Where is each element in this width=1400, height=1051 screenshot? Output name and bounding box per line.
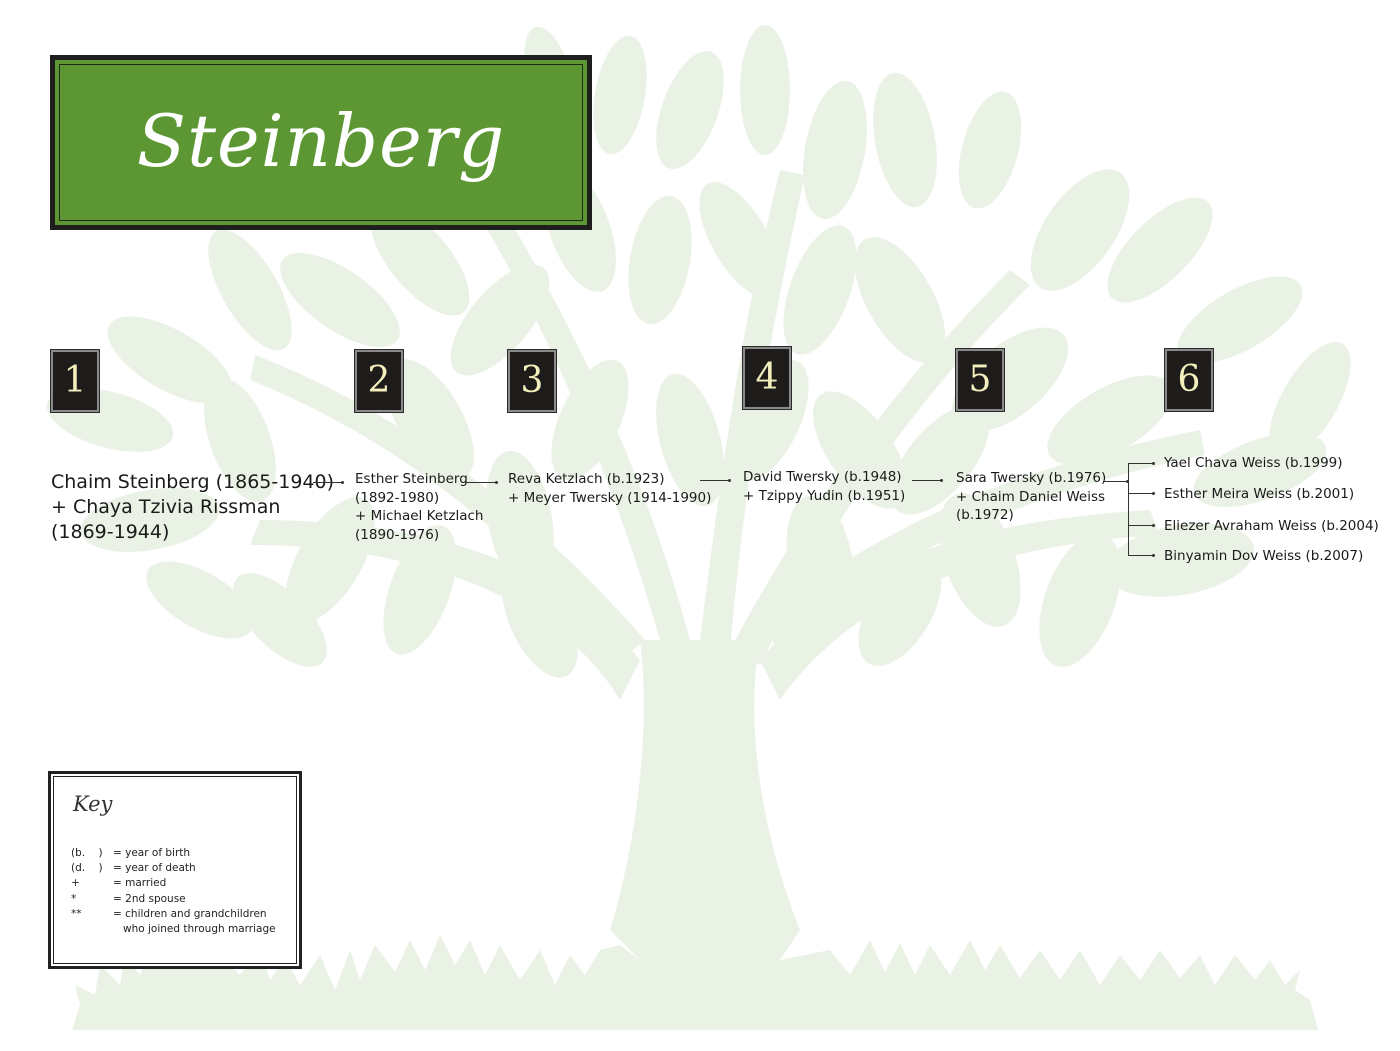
spouse-name-line: + Chaya Tzivia Rissman bbox=[51, 496, 281, 518]
generation-badge-5: 5 bbox=[956, 349, 1004, 411]
connector-arrow-4-5 bbox=[912, 479, 943, 482]
family-name-banner: Steinberg bbox=[50, 55, 592, 230]
legend-row: who joined through marriage bbox=[71, 922, 276, 937]
legend-title: Key bbox=[73, 792, 113, 816]
person-name-line: Sara Twersky (b.1976) bbox=[956, 470, 1107, 486]
child-name: Eliezer Avraham Weiss (b.2004) bbox=[1164, 518, 1379, 534]
generation-badge-4: 4 bbox=[743, 347, 791, 409]
generation-badge-2: 2 bbox=[355, 350, 403, 412]
generation-badge-3: 3 bbox=[508, 350, 556, 412]
generation-number: 2 bbox=[367, 360, 391, 401]
legend-rows: (b. ) = year of birth (d. ) = year of deat… bbox=[71, 846, 276, 937]
spouse-dates-line: (b.1972) bbox=[956, 507, 1014, 523]
child-generation-6-2: Esther Meira Weiss (b.2001) bbox=[1164, 485, 1354, 504]
legend-row: + = married bbox=[71, 876, 276, 891]
legend-symbol: ** bbox=[71, 907, 82, 920]
legend-symbol bbox=[71, 922, 113, 937]
person-dates-line: (1892-1980) bbox=[355, 489, 440, 506]
spouse-name-line: + Michael Ketzlach bbox=[355, 508, 484, 524]
banner-panel: Steinberg bbox=[55, 60, 587, 225]
generation-number: 5 bbox=[968, 359, 992, 400]
child-name: Binyamin Dov Weiss (b.2007) bbox=[1164, 548, 1364, 564]
children-bracket-line bbox=[1128, 463, 1129, 556]
generation-badge-6: 6 bbox=[1165, 349, 1213, 411]
generation-number: 4 bbox=[755, 357, 779, 398]
legend-symbol: (b. ) bbox=[71, 847, 103, 859]
person-name-line: Reva Ketzlach (b.1923) bbox=[508, 471, 665, 487]
legend-meaning: = children and grandchildren bbox=[113, 907, 267, 920]
generation-number: 6 bbox=[1177, 359, 1201, 400]
generation-number: 3 bbox=[520, 360, 544, 401]
connector-arrow-child-1 bbox=[1128, 462, 1155, 465]
connector-arrow-child-3 bbox=[1128, 524, 1155, 527]
legend-key-box: Key (b. ) = year of birth (d. ) = year of … bbox=[48, 771, 302, 969]
child-generation-6-3: Eliezer Avraham Weiss (b.2004) bbox=[1164, 517, 1379, 536]
person-generation-1: Chaim Steinberg (1865-1940) + Chaya Tziv… bbox=[51, 470, 334, 545]
generation-number: 1 bbox=[63, 360, 87, 401]
legend-symbol: + bbox=[71, 877, 80, 890]
person-name-line: Chaim Steinberg (1865-1940) bbox=[51, 471, 335, 493]
legend-meaning: = 2nd spouse bbox=[113, 892, 186, 905]
legend-meaning: = year of birth bbox=[113, 847, 191, 859]
legend-row: (d. ) = year of death bbox=[71, 861, 276, 876]
spouse-name-line: + Chaim Daniel Weiss bbox=[956, 488, 1106, 505]
legend-meaning: = year of death bbox=[113, 862, 196, 875]
family-name-title: Steinberg bbox=[136, 99, 506, 183]
legend-row: ** = children and grandchildren bbox=[71, 907, 276, 922]
connector-arrow-child-2 bbox=[1128, 492, 1155, 495]
legend-meaning: = married bbox=[113, 877, 167, 890]
spouse-name-line: + Tzippy Yudin (b.1951) bbox=[743, 487, 906, 504]
connector-arrow-2-3 bbox=[465, 481, 498, 484]
spouse-dates-line: (1869-1944) bbox=[51, 521, 170, 543]
person-name-line: David Twersky (b.1948) bbox=[743, 469, 902, 485]
person-generation-3: Reva Ketzlach (b.1923) + Meyer Twersky (… bbox=[508, 470, 711, 507]
legend-symbol: * bbox=[71, 892, 77, 905]
connector-line-5-6 bbox=[1103, 480, 1129, 483]
child-name: Yael Chava Weiss (b.1999) bbox=[1164, 455, 1343, 471]
person-name-line: Esther Steinberg bbox=[355, 471, 468, 487]
legend-meaning: who joined through marriage bbox=[113, 923, 276, 936]
person-generation-5: Sara Twersky (b.1976) + Chaim Daniel Wei… bbox=[956, 469, 1106, 525]
child-generation-6-4: Binyamin Dov Weiss (b.2007) bbox=[1164, 547, 1363, 566]
legend-symbol: (d. ) bbox=[71, 862, 103, 875]
person-generation-4: David Twersky (b.1948) + Tzippy Yudin (b… bbox=[743, 468, 905, 505]
connector-arrow-3-4 bbox=[700, 479, 731, 482]
child-generation-6-1: Yael Chava Weiss (b.1999) bbox=[1164, 454, 1343, 473]
legend-row: (b. ) = year of birth bbox=[71, 846, 276, 861]
connector-arrow-1-2 bbox=[313, 481, 344, 484]
legend-row: * = 2nd spouse bbox=[71, 892, 276, 907]
child-name: Esther Meira Weiss (b.2001) bbox=[1164, 486, 1355, 502]
spouse-dates-line: (1890-1976) bbox=[355, 526, 440, 543]
spouse-name-line: + Meyer Twersky (1914-1990) bbox=[508, 489, 712, 506]
connector-arrow-child-4 bbox=[1128, 554, 1155, 557]
grass-icon bbox=[72, 935, 1318, 1030]
person-generation-2: Esther Steinberg (1892-1980) + Michael K… bbox=[355, 470, 483, 544]
generation-badge-1: 1 bbox=[51, 350, 99, 412]
